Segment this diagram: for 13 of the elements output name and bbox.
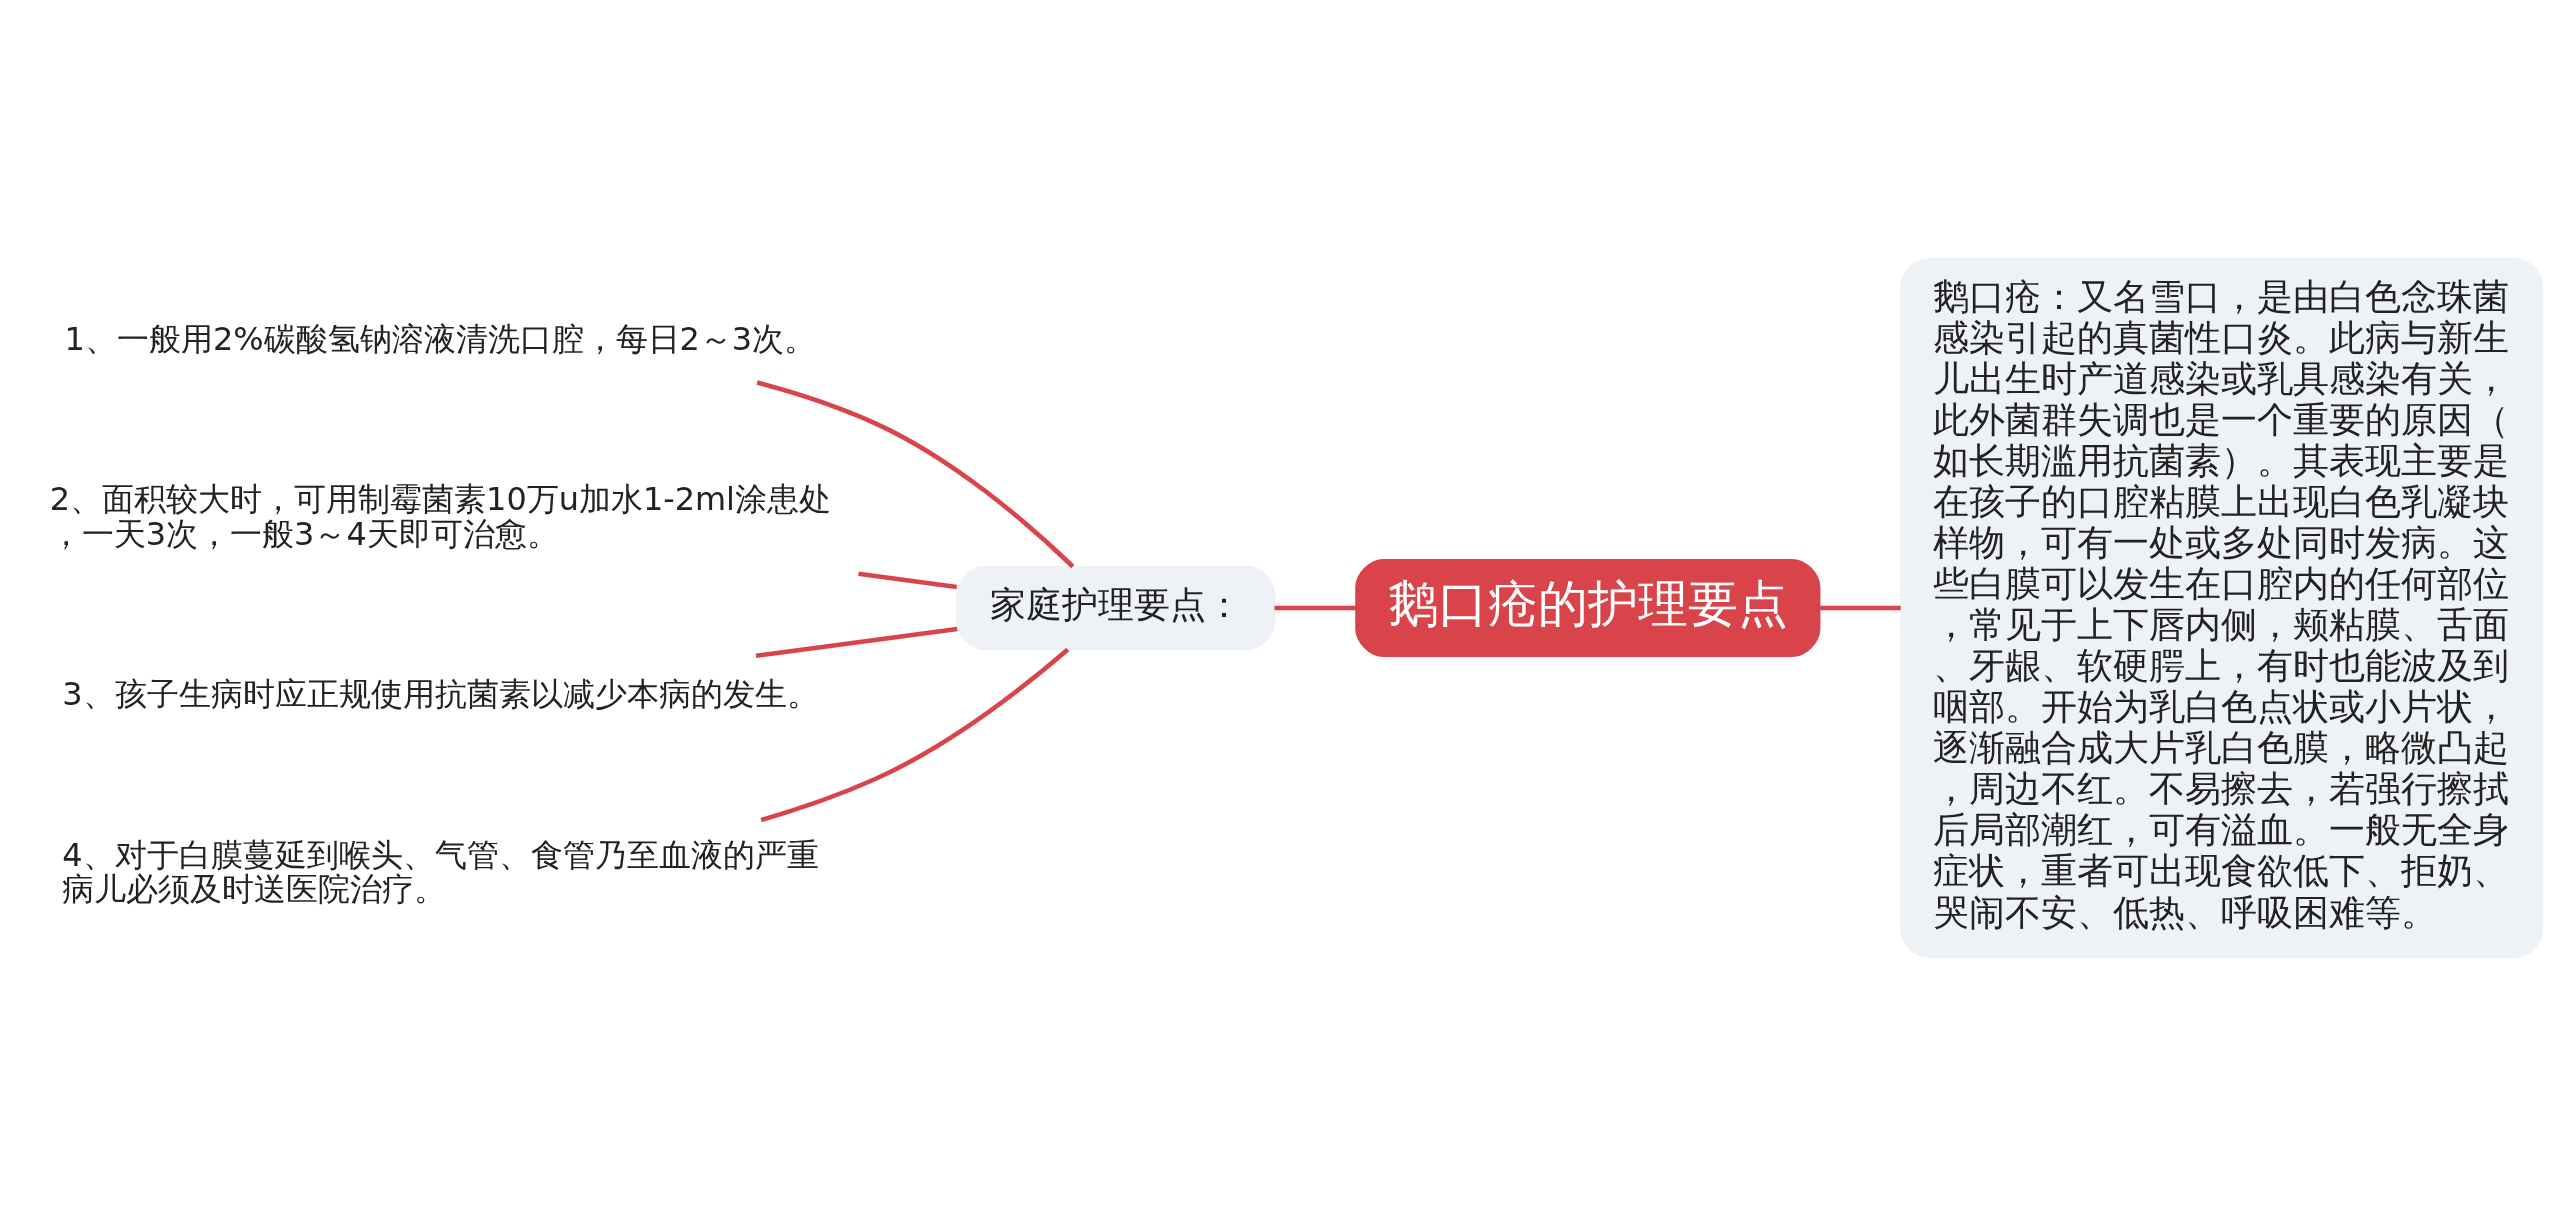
connector	[755, 626, 958, 658]
connector	[756, 379, 1075, 568]
connector	[1274, 605, 1357, 610]
node-text: 3、孩子生病时应正规使用抗菌素以减少本病的发生。	[62, 674, 819, 713]
node-box: 家庭护理要点：	[956, 565, 1276, 650]
connector	[858, 571, 958, 589]
node-box: 鹅口疮的护理要点	[1355, 558, 1821, 657]
node-box: 鹅口疮：又名雪口，是由白色念珠菌感染引起的真菌性口炎。此病与新生儿出生时产道感染或乳具感染有关，此外菌群失调也是一个重要的原因（如长期滥用抗菌素）。其表现主要是在孩子的口腔粘膜上出现白色乳凝块样物，可有一处或多处同时发病。这些白膜可以发生在口腔内的任何部位，常见于上下唇内侧，颊粘膜、舌面、牙龈、软硬腭上，有时也能波及到咽部。开始为乳白色点状或小片状，逐渐融合成大片乳白色膜，略微凸起，周边不红。不易擦去，若强行擦拭后局部潮红，可有溢血。一般无全身症状，重者可出现食欲低下、拒奶、哭闹不安、低热、呼吸困难等。	[1900, 257, 2544, 958]
node-text: 4、对于白膜蔓延到喉头、气管、食管乃至血液的严重病儿必须及时送医院治疗。	[62, 835, 819, 908]
node-text: 2、面积较大时，可用制霉菌素10万u加水1-2ml涂患处，一天3次，一般3～4天即可治愈。	[49, 479, 831, 553]
connector	[1820, 605, 1901, 610]
node-text: 1、一般用2%碳酸氢钠溶液清洗口腔，每日2～3次。	[64, 319, 817, 358]
connector	[760, 647, 1070, 822]
